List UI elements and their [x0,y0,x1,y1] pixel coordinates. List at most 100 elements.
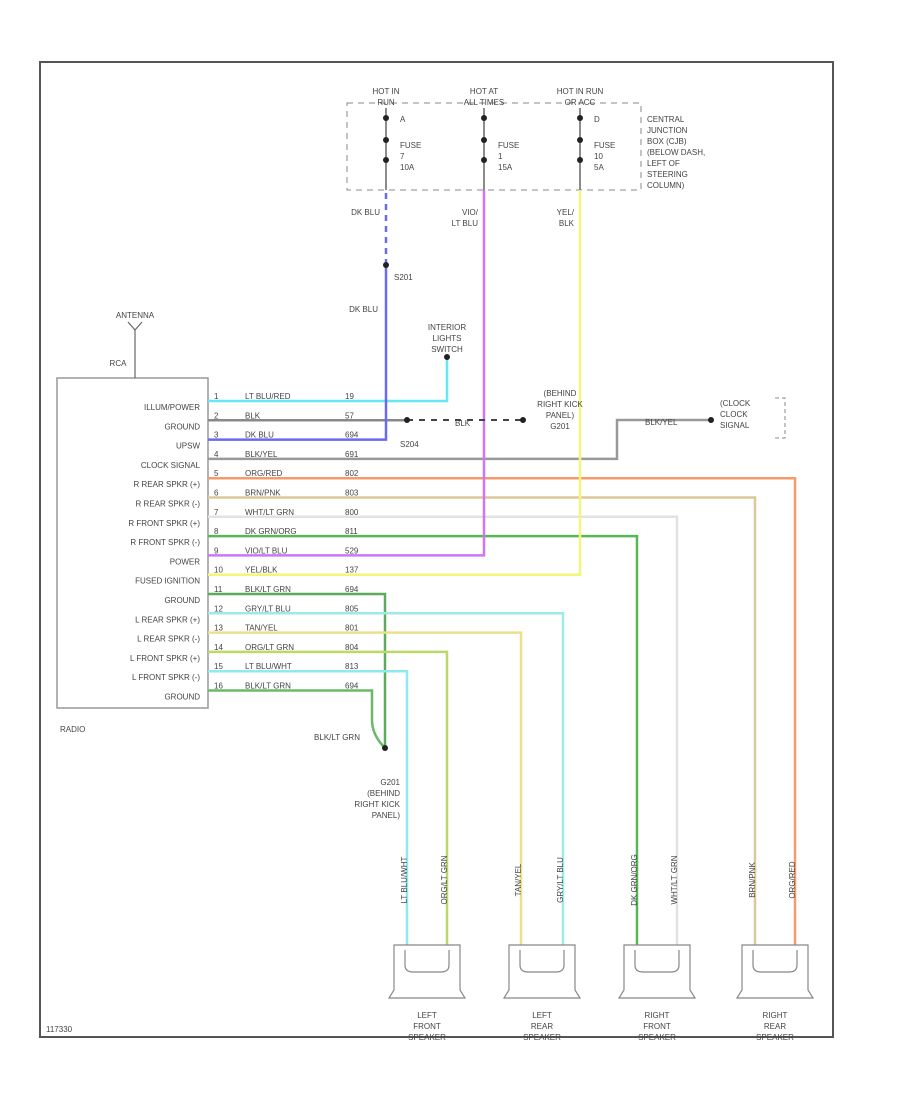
radio-pin-label: GROUND [164,596,200,605]
fuse-label: FUSE [594,141,615,150]
fuse-terminal-dot [481,115,487,121]
feed-wire-label: VIO/ [462,208,479,217]
wire-dk-grn-org [208,534,639,945]
wire-vio-lt-blu [208,190,486,557]
splice-s201-dot [383,262,389,268]
wire-pin-number: 7 [214,508,219,517]
figure-code: 117330 [46,1025,73,1034]
fuse-hot-label: RUN [377,98,395,107]
speaker-label: FRONT [413,1022,441,1031]
wire-wht-lt-grn [208,515,679,945]
wire-color-label: DK BLU [245,431,274,440]
blk-label: BLK [455,419,471,428]
fuse-hot-label: OR ACC [565,98,596,107]
splice-s204-label: S204 [400,440,419,449]
clock-signal-label: (CLOCK [720,399,751,408]
fuse-terminal-dot [577,137,583,143]
g201-label: PANEL) [546,411,575,420]
diagram-border [39,61,834,1038]
clock-wire-label: BLK/YEL [645,418,678,427]
fuse-pin-label: D [594,115,600,124]
fuse-terminal-dot [481,137,487,143]
wire-color-label: VIO/LT BLU [245,546,288,555]
speaker-wire-label: GRY/LT BLU [556,857,565,903]
wire-circuit-number: 803 [345,489,359,498]
wire-circuit-number: 802 [345,469,359,478]
wire-circuit-number: 694 [345,431,359,440]
fuse-terminal-dot [577,115,583,121]
ground-g201-dot [382,745,388,751]
speaker-wire-label: BRN/PNK [748,862,757,898]
wire-circuit-number: 19 [345,392,354,401]
speaker-label: FRONT [643,1022,671,1031]
fuse-label: 10 [594,152,603,161]
speaker-label: SPEAKER [523,1033,561,1042]
fuse-label: 10A [400,163,415,172]
wire-pin-number: 8 [214,527,219,536]
wire-pin-number: 10 [214,566,223,575]
wire-pin-number: 4 [214,450,219,459]
fuse-label: 15A [498,163,513,172]
wire-pin-number: 6 [214,489,219,498]
wire-pin-number: 2 [214,411,219,420]
radio-pin-label: L FRONT SPKR (+) [130,654,200,663]
wire-color-label: WHT/LT GRN [245,508,294,517]
wire-color-label: BLK/YEL [245,450,278,459]
radio-pin-label: GROUND [164,693,200,702]
radio-pin-label: UPSW [176,442,200,451]
radio-pin-label: FUSED IGNITION [135,577,200,586]
ground-g201-dot [520,417,526,423]
wire-color-label: TAN/YEL [245,624,278,633]
fuse-label: 1 [498,152,503,161]
fuse-box-outline [346,102,642,191]
splice-s201-label: S201 [394,273,413,282]
fuse-label: FUSE [400,141,421,150]
fuse-terminal-dot [383,157,389,163]
splice-s204-dot [404,417,410,423]
feed-wire-label: DK BLU [351,208,380,217]
speaker-label: REAR [764,1022,786,1031]
fuse-terminal-dot [481,157,487,163]
interior-switch-dot [444,354,450,360]
wire-color-label: BLK/LT GRN [245,682,291,691]
wire-tan-yel [208,631,523,945]
ground-g201-label: RIGHT KICK [354,800,400,809]
wire-lt-blu-wht [208,669,409,945]
antenna-label: ANTENNA [116,311,155,320]
wire-pin-number: 9 [214,546,219,555]
radio-pin-label: CLOCK SIGNAL [141,461,201,470]
ground-g201-label: G201 [380,778,400,787]
fuse-hot-label: ALL TIMES [464,98,504,107]
fuse-label: 5A [594,163,604,172]
speaker-label: RIGHT [763,1011,788,1020]
wire-color-label: YEL/BLK [245,566,278,575]
interior-lights-switch-label: INTERIOR [428,323,466,332]
wire-circuit-number: 137 [345,566,359,575]
interior-lights-switch-label: LIGHTS [433,334,462,343]
radio-pin-label: GROUND [164,422,200,431]
wire-color-label: BRN/PNK [245,489,281,498]
wire-color-label: LT BLU/WHT [245,662,292,671]
wire-gry-lt-blu [208,612,565,945]
clock-terminal-dot [708,417,714,423]
dk-blu-label: DK BLU [349,305,378,314]
wire-circuit-number: 694 [345,585,359,594]
antenna-icon [127,321,143,331]
wire-color-label: LT BLU/RED [245,392,291,401]
speaker-label: SPEAKER [756,1033,794,1042]
speaker-cone-icon [404,950,450,973]
radio-pin-label: ILLUM/POWER [144,403,200,412]
speaker-wire-label: DK GRN/ORG [630,854,639,906]
wire-pin-number: 11 [214,585,223,594]
speaker-label: LEFT [532,1011,552,1020]
fuse-terminal-dot [383,137,389,143]
ground-wire-label: BLK/LT GRN [314,733,360,742]
speaker-label: REAR [531,1022,553,1031]
fuse-box-label: JUNCTION [647,126,688,135]
wire-pin-number: 3 [214,431,219,440]
speaker-label: RIGHT [645,1011,670,1020]
wire-pin-number: 5 [214,469,219,478]
wire-pin-number: 1 [214,392,219,401]
wire-blk-lt-grn [208,689,386,749]
